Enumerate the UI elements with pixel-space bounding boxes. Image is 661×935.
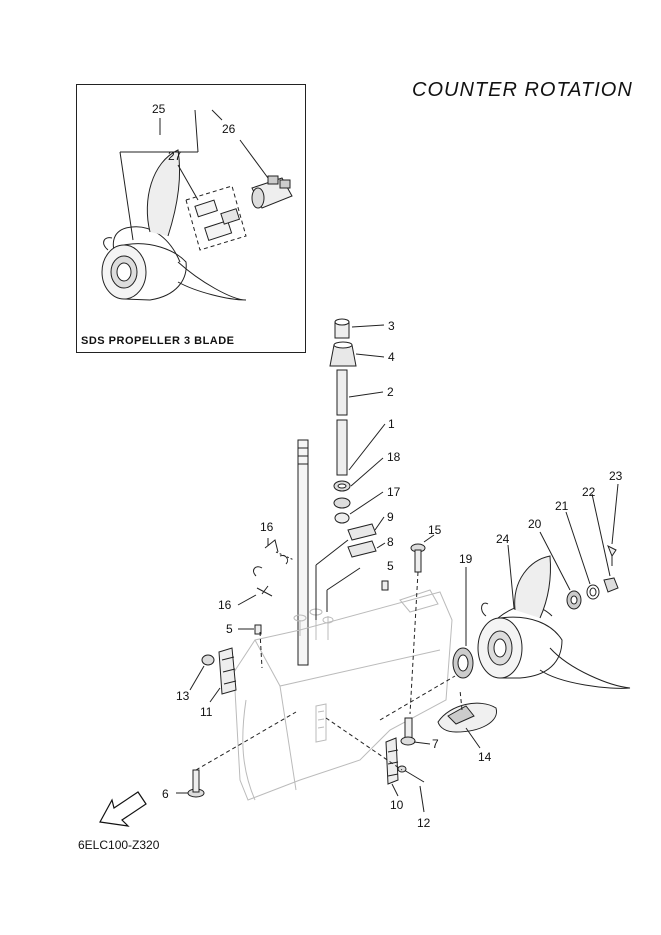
inset-box-sds-propeller [76, 84, 306, 353]
label-14: 14 [478, 750, 492, 764]
diagram-code: 6ELC100-Z320 [78, 838, 160, 852]
part-13-nut [201, 654, 215, 666]
drive-shaft [297, 439, 309, 666]
label-7: 7 [432, 737, 439, 751]
label-20: 20 [528, 517, 542, 531]
label-2: 2 [387, 385, 394, 399]
fwd-arrow-icon [99, 791, 147, 827]
label-16-upper: 16 [260, 520, 274, 534]
part-4-coupler [329, 341, 357, 367]
part-5-pin-right [381, 580, 389, 591]
part-number-labels: 25 26 27 3 4 2 1 18 17 9 8 15 5 16 16 5 … [152, 102, 623, 830]
lower-unit-gear-case [233, 589, 453, 801]
label-27: 27 [168, 149, 182, 163]
part-14-trim-tab [437, 702, 497, 733]
label-22: 22 [582, 485, 596, 499]
inset-propeller-illustration [101, 149, 247, 301]
label-26: 26 [222, 122, 236, 136]
part-6-bolt [187, 769, 205, 798]
part-22-nut [603, 577, 619, 593]
part-23-cotter-pin [607, 544, 617, 566]
inset-spline-insert [185, 185, 247, 251]
label-6: 6 [162, 787, 169, 801]
part-5-pin-left [254, 624, 262, 635]
part-1-shift-rod [336, 419, 348, 476]
label-5-right: 5 [387, 559, 394, 573]
label-10: 10 [390, 798, 404, 812]
label-4: 4 [388, 350, 395, 364]
part-8-grommet [347, 540, 377, 558]
label-8: 8 [387, 535, 394, 549]
label-23: 23 [609, 469, 623, 483]
part-17-seal [333, 497, 351, 524]
label-3: 3 [388, 319, 395, 333]
part-16-clip-lower [253, 566, 273, 597]
part-11-anode [218, 647, 237, 695]
label-21: 21 [555, 499, 569, 513]
part-3-collar [334, 318, 350, 339]
part-24-propeller [477, 555, 631, 689]
part-12-screw [397, 765, 425, 783]
part-9-grommet [347, 523, 377, 541]
label-15: 15 [428, 523, 442, 537]
inset-label: SDS PROPELLER 3 BLADE [81, 335, 235, 347]
part-20-spacer [566, 590, 582, 610]
label-24: 24 [496, 532, 510, 546]
part-15-bolt [410, 543, 426, 573]
diagram-title: COUNTER ROTATION [412, 79, 633, 101]
part-21-washer [586, 584, 600, 600]
part-2-shift-rod-upper [336, 369, 348, 416]
label-11: 11 [200, 705, 213, 719]
part-16-clip-upper [264, 539, 295, 565]
part-18-o-ring [333, 480, 351, 492]
inset-sds-hub-part-26 [251, 175, 293, 209]
part-7-bolt [400, 717, 416, 746]
label-1: 1 [388, 417, 395, 431]
label-5-left: 5 [226, 622, 233, 636]
label-17: 17 [387, 485, 401, 499]
label-25: 25 [152, 102, 166, 116]
label-9: 9 [387, 510, 394, 524]
label-19: 19 [459, 552, 473, 566]
label-13: 13 [176, 689, 190, 703]
label-12: 12 [417, 816, 431, 830]
part-10-water-inlet-cover [385, 737, 399, 785]
part-19-thrust-washer [452, 647, 474, 679]
label-16-lower: 16 [218, 598, 232, 612]
label-18: 18 [387, 450, 401, 464]
